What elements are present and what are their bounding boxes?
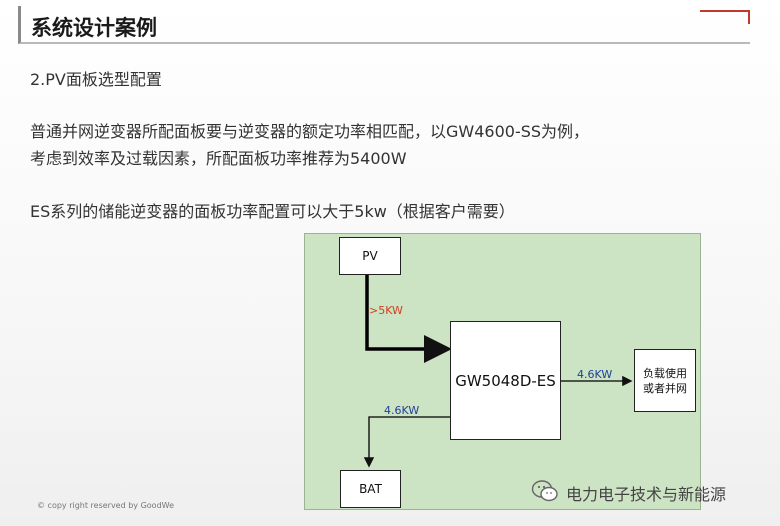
load-power-label: 4.6KW xyxy=(577,368,613,381)
corner-decoration xyxy=(700,10,750,24)
system-diagram: PV GW5048D-ES 负载使用 或者并网 BAT >5KW 4.6KW 4… xyxy=(304,233,701,510)
pv-box: PV xyxy=(339,237,401,275)
copyright-text: © copy right reserved by GoodWe xyxy=(37,501,175,510)
inverter-box: GW5048D-ES xyxy=(450,321,561,440)
paragraph-1-line-2: 考虑到效率及过载因素，所配面板功率推荐为5400W xyxy=(30,149,407,168)
pv-power-label: >5KW xyxy=(369,304,403,317)
paragraph-1-line-1: 普通并网逆变器所配面板要与逆变器的额定功率相匹配，以GW4600-SS为例， xyxy=(30,122,590,141)
load-label-line-1: 负载使用 xyxy=(643,366,687,380)
connection-lines xyxy=(363,275,633,468)
section-subtitle: 2.PV面板选型配置 xyxy=(30,70,162,89)
wechat-icon xyxy=(531,480,558,502)
bat-power-label: 4.6KW xyxy=(384,404,420,417)
paragraph-1: 普通并网逆变器所配面板要与逆变器的额定功率相匹配，以GW4600-SS为例， 考… xyxy=(30,118,589,172)
pv-to-inverter-line xyxy=(365,275,452,363)
watermark-text: 电力电子技术与新能源 xyxy=(566,485,727,504)
bat-box: BAT xyxy=(340,470,401,508)
title-bar: 系统设计案例 xyxy=(18,6,750,44)
inverter-to-bat-line xyxy=(363,416,450,468)
page-title: 系统设计案例 xyxy=(31,16,157,40)
load-box: 负载使用 或者并网 xyxy=(634,349,696,412)
load-label-line-2: 或者并网 xyxy=(643,381,687,395)
paragraph-2: ES系列的储能逆变器的面板功率配置可以大于5kw（根据客户需要） xyxy=(30,202,515,221)
